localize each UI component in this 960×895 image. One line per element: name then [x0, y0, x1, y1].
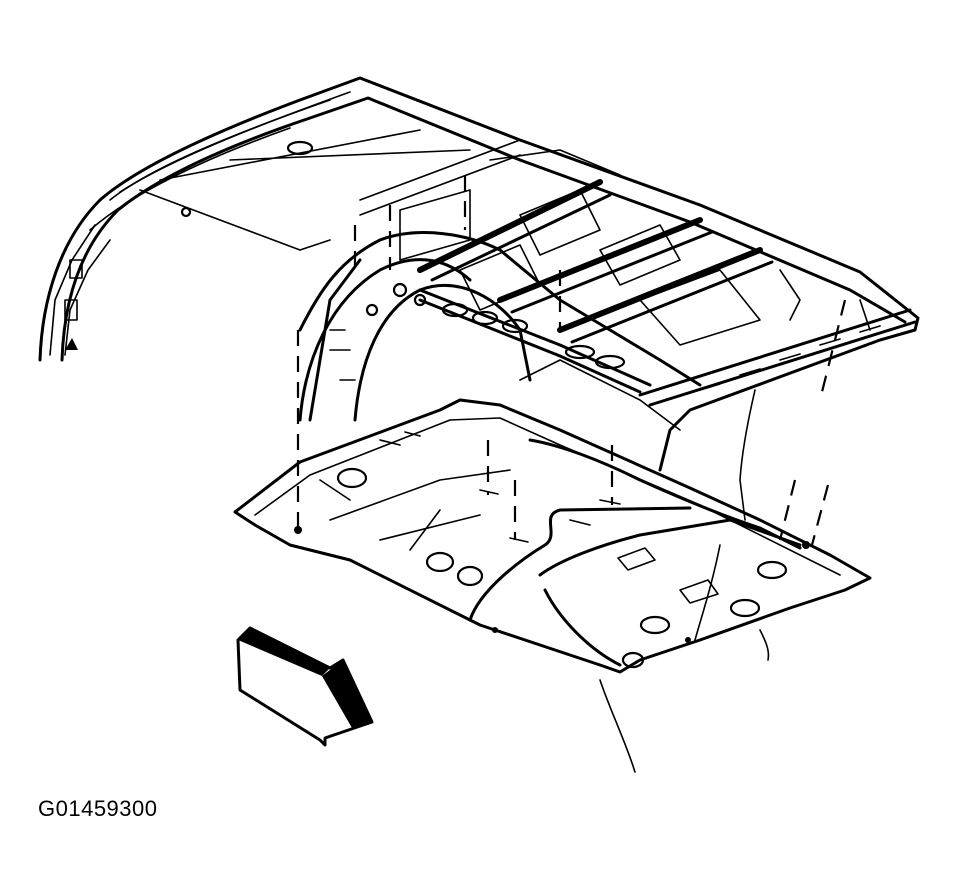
- attach-point-3: [685, 637, 691, 643]
- roof-bow-1: [417, 179, 603, 273]
- attach-point-4: [802, 541, 810, 549]
- roof-bow-2: [497, 217, 703, 303]
- headliner-outline: [233, 398, 872, 674]
- pillar-slot-2: [69, 259, 83, 279]
- headliner-panel: [233, 389, 872, 773]
- harness-upper-wire: [739, 389, 756, 521]
- roof-side-rail-lines: [359, 139, 621, 216]
- headliner-opening-6: [729, 598, 761, 618]
- alignment-lines: [296, 175, 847, 546]
- alignment-line-8: [778, 479, 797, 541]
- roof-rail-line-2: [109, 99, 331, 201]
- alignment-line-10: [818, 299, 847, 401]
- wheelhouse-arch: [298, 258, 472, 422]
- headliner-opening-5: [756, 560, 788, 580]
- headliner-vent-rect-1: [617, 547, 656, 571]
- body-hole-1: [392, 282, 408, 298]
- roof-outer-outline: [38, 76, 920, 472]
- roof-hole-2: [286, 140, 314, 156]
- front-direction-arrow-icon: [236, 626, 374, 747]
- roof-rail-line-3: [119, 91, 351, 193]
- headliner-rear-bezel: [538, 518, 802, 667]
- rail-hole-4: [564, 344, 596, 360]
- roof-structure: [38, 76, 920, 472]
- headliner-opening-7: [621, 651, 645, 669]
- rear-roof-rail: [638, 308, 917, 407]
- headliner-opening-2: [425, 551, 455, 573]
- headliner-opening-3: [456, 565, 484, 587]
- roof-inner-edge: [60, 96, 907, 362]
- rear-roof-rail-holes: [699, 325, 881, 391]
- alignment-line-9: [810, 484, 830, 546]
- front-pillar-detail: [49, 224, 111, 356]
- lower-drip-rail: [418, 288, 652, 394]
- attach-point-1: [294, 526, 302, 534]
- harness-drop-wire: [599, 679, 636, 773]
- headliner-opening-4: [639, 615, 671, 635]
- roof-hole-1: [180, 206, 192, 218]
- pillar-slot-1: [64, 299, 78, 321]
- rail-hole-3: [501, 318, 529, 334]
- pillar-tab: [65, 338, 78, 350]
- roof-opening-4: [599, 224, 681, 286]
- arrow-shade-side: [322, 660, 372, 728]
- attach-point-2: [492, 627, 498, 633]
- roof-opening-3: [459, 244, 541, 311]
- headliner-clip-marks: [379, 431, 621, 543]
- roof-bow-1-edge: [430, 193, 612, 282]
- inner-body-line: [308, 258, 532, 422]
- headliner-panel-lines: [319, 469, 511, 551]
- body-hole-2: [413, 293, 427, 307]
- roof-opening-1: [399, 189, 471, 261]
- arrow-shade-top: [238, 628, 330, 676]
- headliner-center-ridge: [468, 506, 692, 622]
- rail-hole-2: [471, 310, 499, 326]
- headliner-inner-edge: [254, 417, 841, 576]
- rear-corner-detail: [779, 269, 871, 331]
- roof-front-panel: [139, 129, 471, 251]
- body-hole-3: [365, 303, 379, 317]
- body-side-detail: [329, 329, 681, 431]
- roof-bow-3-edge: [570, 260, 774, 344]
- roof-bow-3: [557, 247, 763, 333]
- harness-branch-wire: [694, 544, 770, 661]
- headliner-opening-1: [336, 467, 368, 489]
- headliner-vent-rect-2: [679, 579, 719, 604]
- figure-code: G01459300: [38, 796, 158, 821]
- headliner-wiring-harness: [528, 438, 802, 550]
- roof-opening-5: [639, 269, 761, 346]
- roof-opening-2: [519, 189, 601, 256]
